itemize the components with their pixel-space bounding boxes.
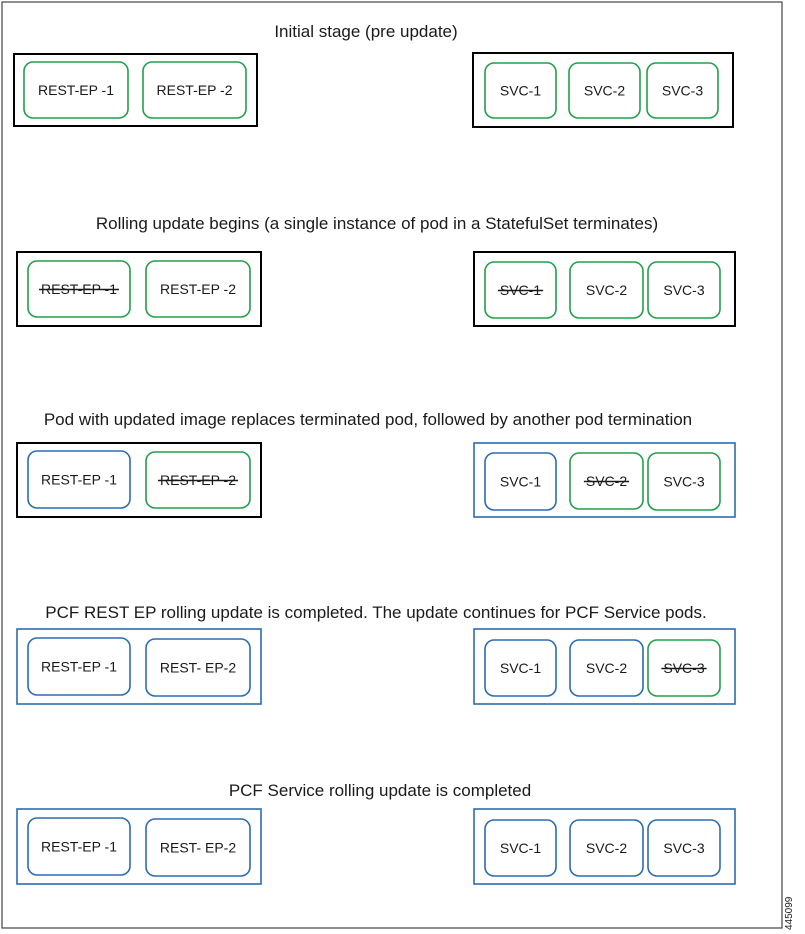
pod: SVC-1	[484, 261, 557, 319]
pod: REST-EP -1	[27, 817, 131, 876]
pod-label: SVC-3	[663, 282, 704, 298]
pod: REST-EP -1	[27, 260, 131, 318]
pod: REST-EP -2	[142, 61, 247, 119]
pod: SVC-3	[646, 62, 719, 119]
updated-pod-box	[569, 639, 644, 697]
pod: SVC-2	[569, 819, 644, 877]
stage-title: PCF REST EP rolling update is completed.…	[45, 603, 706, 622]
stage-5: PCF Service rolling update is completedR…	[16, 781, 736, 885]
updated-pod-box	[484, 639, 557, 697]
old-pod-box	[647, 452, 721, 511]
stage-title: PCF Service rolling update is completed	[229, 781, 531, 800]
updated-pod-box	[27, 637, 131, 696]
updated-pod-box	[27, 450, 131, 509]
old-pod-box	[646, 62, 719, 119]
rest-ep-group: REST-EP -1 REST- EP-2	[16, 628, 262, 705]
old-pod-box	[568, 62, 641, 119]
pod: REST-EP -1	[27, 637, 131, 696]
pod: SVC-1	[484, 452, 557, 511]
pod-label: REST-EP -1	[38, 82, 114, 98]
updated-pod-box	[647, 819, 721, 877]
svc-group: SVC-1 SVC-2 SVC-3	[473, 808, 736, 885]
pod-label: SVC-2	[586, 282, 627, 298]
stage-4: PCF REST EP rolling update is completed.…	[16, 603, 736, 705]
pod-label: REST-EP -1	[41, 839, 117, 855]
figure-id: 445099	[784, 896, 795, 930]
pod: SVC-2	[569, 261, 644, 319]
pod-label: SVC-3	[663, 840, 704, 856]
pod-label: REST-EP -1	[41, 659, 117, 675]
pod: SVC-2	[568, 62, 641, 119]
svc-group: SVC-1 SVC-2 SVC-3	[473, 442, 736, 518]
pod-label: REST- EP-2	[160, 840, 236, 856]
pod: SVC-1	[484, 819, 557, 877]
stage-title: Rolling update begins (a single instance…	[96, 214, 658, 233]
pod-label: SVC-1	[500, 660, 541, 676]
updated-pod-box	[145, 638, 251, 697]
rest-ep-group: REST-EP -1 REST-EP -2	[13, 53, 258, 127]
pod-label: REST-EP -2	[157, 82, 233, 98]
pod: REST-EP -2	[145, 451, 251, 509]
pod-label: SVC-3	[663, 474, 704, 490]
pod: REST- EP-2	[145, 818, 251, 877]
pod: SVC-1	[484, 62, 557, 119]
old-pod-box	[484, 62, 557, 119]
pod: SVC-3	[647, 639, 721, 697]
rest-ep-group: REST-EP -1 REST-EP -2	[16, 442, 262, 518]
updated-pod-box	[569, 819, 644, 877]
stage-title: Pod with updated image replaces terminat…	[44, 410, 692, 429]
rest-ep-group: REST-EP -1 REST-EP -2	[16, 251, 262, 327]
stage-2: Rolling update begins (a single instance…	[16, 214, 736, 327]
pod: REST-EP -1	[27, 450, 131, 509]
stage-title: Initial stage (pre update)	[274, 22, 457, 41]
updated-pod-box	[27, 817, 131, 876]
pod: SVC-3	[647, 819, 721, 877]
pod-label: SVC-1	[500, 474, 541, 490]
pod-label: SVC-1	[500, 840, 541, 856]
pod: SVC-3	[647, 261, 721, 319]
svc-group: SVC-1 SVC-2 SVC-3	[472, 52, 734, 128]
old-pod-box	[142, 61, 247, 119]
pod-label: SVC-2	[584, 83, 625, 99]
old-pod-box	[647, 261, 721, 319]
updated-pod-box	[145, 818, 251, 877]
svc-group: SVC-1 SVC-2 SVC-3	[473, 251, 736, 327]
pod: SVC-3	[647, 452, 721, 511]
old-pod-box	[569, 261, 644, 319]
pod-label: REST-EP -2	[160, 281, 236, 297]
updated-pod-box	[484, 819, 557, 877]
pod: SVC-2	[569, 639, 644, 697]
pod: REST-EP -1	[23, 61, 129, 119]
pod: REST-EP -2	[145, 260, 251, 318]
pod-label: SVC-3	[662, 83, 703, 99]
svc-group: SVC-1 SVC-2 SVC-3	[473, 628, 736, 705]
pod-label: SVC-2	[586, 660, 627, 676]
pod-label: REST- EP-2	[160, 660, 236, 676]
old-pod-box	[145, 260, 251, 318]
stage-3: Pod with updated image replaces terminat…	[16, 410, 736, 518]
old-pod-box	[23, 61, 129, 119]
pod: REST- EP-2	[145, 638, 251, 697]
pod: SVC-2	[569, 452, 644, 510]
updated-pod-box	[484, 452, 557, 511]
pod-label: SVC-2	[586, 840, 627, 856]
pod-label: SVC-1	[500, 83, 541, 99]
pod: SVC-1	[484, 639, 557, 697]
pod-label: REST-EP -1	[41, 472, 117, 488]
rest-ep-group: REST-EP -1 REST- EP-2	[16, 808, 262, 885]
